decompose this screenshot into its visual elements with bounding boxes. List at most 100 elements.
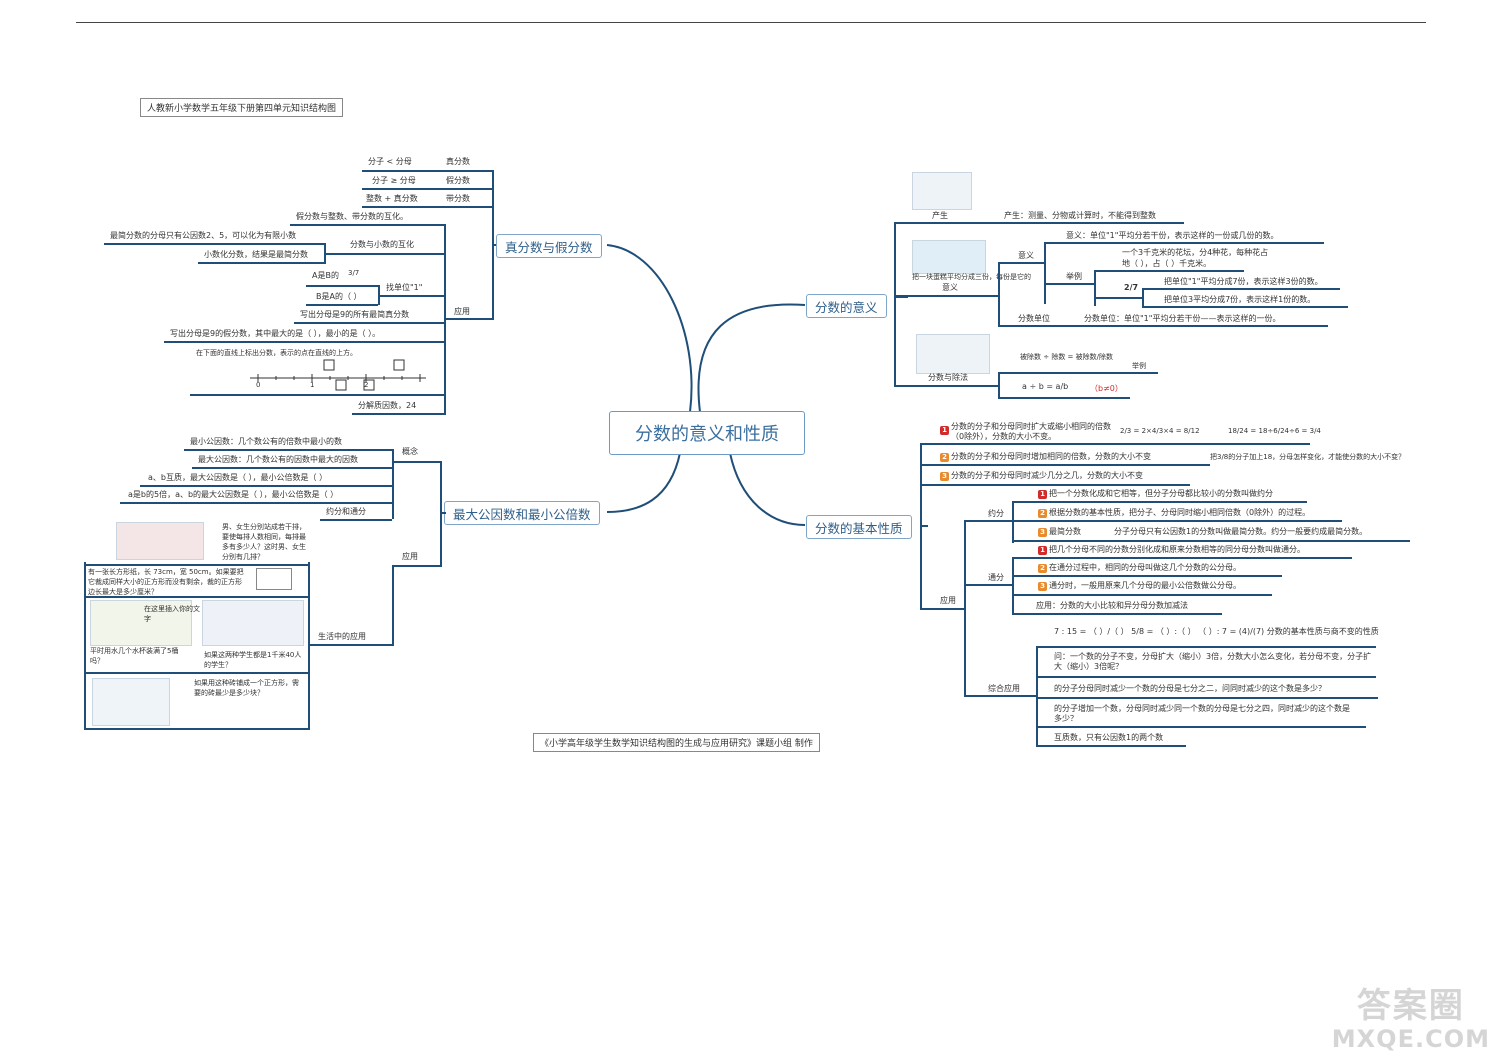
gcd-c2: 最大公因数：几个数公有的因数中最大的因数 xyxy=(198,455,358,464)
common-3: 通分时，一般用原来几个分母的最小公倍数做公分母。 xyxy=(1049,581,1241,590)
meaning-def-line xyxy=(1044,242,1324,244)
meaning-trunk xyxy=(894,224,896,386)
meaning-label: 意义 xyxy=(1018,251,1034,260)
reduce-2: 根据分数的基本性质，把分子、分母同时缩小相同倍数（0除外）的过程。 xyxy=(1049,508,1311,517)
meaning-def: 意义：单位"1"平均分若干份，表示这样的一份或几份的数。 xyxy=(1066,231,1279,240)
combo-label: 综合应用 xyxy=(988,684,1020,693)
gcd-life-label: 生活中的应用 xyxy=(318,632,366,641)
number-line-tick-2: 2 xyxy=(364,381,369,389)
panel-students: 男、女生分别站成若干排，要使每排人数相同，每排最多有多少人？这时男、女生分别有几… xyxy=(84,520,310,564)
division-illustration xyxy=(916,334,990,374)
combo-q1-line xyxy=(1036,676,1376,678)
topic-basic-property[interactable]: 分数的基本性质 xyxy=(806,515,912,539)
basic-p2: 分数的分子和分母同时增加相同的倍数，分数的大小不变 xyxy=(951,452,1151,461)
proper-r4-line xyxy=(290,224,446,226)
combo-q3-line xyxy=(1036,726,1366,728)
unit-line xyxy=(998,325,1328,327)
teams-illustration xyxy=(202,600,304,646)
basic-link xyxy=(920,525,928,527)
example1-line xyxy=(1094,270,1244,272)
division-line xyxy=(894,385,998,387)
division-formula2: a ÷ b = a/b xyxy=(1022,382,1069,391)
reduce-2-line xyxy=(1012,520,1342,522)
reduce-1: 把一个分数化成和它相等，但分子分母都比较小的分数叫做约分 xyxy=(1049,489,1273,498)
proper-r5: 最简分数的分母只有公因数2、5，可以化为有限小数 xyxy=(110,231,297,240)
proper-r4: 假分数与整数、带分数的互化。 xyxy=(296,212,408,221)
example1b: 地（ ），占（ ）千克米。 xyxy=(1122,259,1212,268)
badge-2: 2 xyxy=(940,453,949,462)
reduce-line xyxy=(964,520,1012,522)
proper-r2a: 分子 ≥ 分母 xyxy=(372,176,416,185)
badge-r2: 2 xyxy=(1038,509,1047,518)
example-frac-trunk xyxy=(1142,288,1144,306)
division-example-label: 举例 xyxy=(1132,362,1146,370)
topic-gcd-lcm[interactable]: 最大公因数和最小公倍数 xyxy=(444,501,600,525)
meaning-img-caption: 把一块蛋糕平均分成三份，每份是它的 xyxy=(912,273,1031,281)
combo-q3: 的分子增加一个数，分母同时减少同一个数的分母是七分之四，同时减少的这个数是多少？ xyxy=(1054,704,1350,723)
combo-q0: 7 : 15 = （ ）/（ ） 5/8 = （ ）:（ ） （ ）: 7 = … xyxy=(1054,627,1379,636)
gcd-life-line xyxy=(310,644,394,646)
division-trunk xyxy=(998,372,1000,398)
combo-q2: 的分子分母同时减少一个数的分母是七分之二，问同时减少的这个数是多少？ xyxy=(1054,684,1326,693)
central-topic[interactable]: 分数的意义和性质 xyxy=(609,411,805,455)
proper-r6-line xyxy=(198,262,326,264)
proper-r1b: 真分数 xyxy=(446,157,470,166)
panel3a-text: 在这里插入你的文字 xyxy=(144,605,200,623)
example-label-line xyxy=(1044,283,1094,285)
gcd-c4-line xyxy=(120,502,392,504)
gcd-c5-line xyxy=(320,519,392,521)
proper-r5-line xyxy=(104,243,326,245)
panel-divider-4 xyxy=(84,728,310,730)
division-condition: （b≠0） xyxy=(1090,384,1123,393)
proper-r5b: 分数与小数的互化 xyxy=(350,240,414,249)
topic-meaning[interactable]: 分数的意义 xyxy=(806,294,887,318)
panel2-text: 有一张长方形纸，长 73cm，宽 50cm。如果要把它裁成同样大小的正方形而没有… xyxy=(88,568,244,596)
proper-r11-line xyxy=(352,413,446,415)
meaning-label-line xyxy=(998,262,1044,264)
reduce-label: 约分 xyxy=(988,509,1004,518)
badge-r3: 3 xyxy=(1038,528,1047,537)
common-4-line xyxy=(1012,613,1222,615)
reduce-trunk xyxy=(1012,501,1014,543)
badge-c3: 3 xyxy=(1038,582,1047,591)
gcd-concept-line xyxy=(392,461,442,463)
unit-label: 分数单位 xyxy=(1018,314,1050,323)
combo-q4-line xyxy=(1036,745,1186,747)
gcd-c3-line xyxy=(140,485,392,487)
proper-r7c-line xyxy=(378,295,444,297)
proper-apply-line xyxy=(444,318,492,320)
proper-r10: 在下面的直线上标出分数，表示的点在直线的上方。 xyxy=(196,349,357,357)
number-line-tick-1: 1 xyxy=(310,381,315,389)
combo-q2-line xyxy=(1036,697,1378,699)
gcd-apply-line xyxy=(392,565,442,567)
unit-text: 分数单位：单位"1"平均分若干份——表示这样的一份。 xyxy=(1084,314,1281,323)
common-2: 在通分过程中，相同的分母叫做这几个分数的公分母。 xyxy=(1049,563,1241,572)
example-trunk xyxy=(1094,270,1096,306)
example2: 把单位"1"平均分成7份，表示这样3份的数。 xyxy=(1164,277,1323,286)
gcd-trunk xyxy=(440,462,442,566)
proper-r11: 分解质因数，24 xyxy=(358,401,417,410)
students-illustration xyxy=(116,522,204,560)
gcd-concept-trunk xyxy=(392,449,394,519)
example2-line xyxy=(1142,288,1340,290)
paper-rect xyxy=(256,568,292,590)
combo-q1: 问：一个数的分子不变，分母扩大（缩小）3倍，分数大小怎么变化，若分母不变，分子扩… xyxy=(1054,652,1372,671)
basic-p1: 分数的分子和分母同时扩大或缩小相同的倍数（0除外），分数的大小不变。 xyxy=(951,422,1111,441)
badge-1: 1 xyxy=(940,426,949,435)
topic-proper-improper[interactable]: 真分数与假分数 xyxy=(496,234,602,258)
proper-r7a-line xyxy=(306,285,378,287)
proper-r3-line xyxy=(362,206,494,208)
watermark-top: 答案圈 xyxy=(1356,986,1465,1026)
proper-r5b-line xyxy=(324,253,444,255)
common-1-line xyxy=(1012,557,1352,559)
common-trunk xyxy=(1012,557,1014,613)
number-line-figure xyxy=(250,359,426,391)
gcd-c1: 最小公因数：几个数公有的倍数中最小的数 xyxy=(190,437,342,446)
panel3c-text: 如果这两种学生都是1千米40人的学生？ xyxy=(204,651,302,669)
meaning-sub-trunk xyxy=(998,262,1000,326)
reduce-3: 最简分数 xyxy=(1049,527,1081,536)
proper-r2b: 假分数 xyxy=(446,176,470,185)
example-label: 举例 xyxy=(1066,272,1082,281)
proper-apply-label: 应用 xyxy=(454,307,470,316)
proper-r7c: 找单位"1" xyxy=(386,283,423,292)
